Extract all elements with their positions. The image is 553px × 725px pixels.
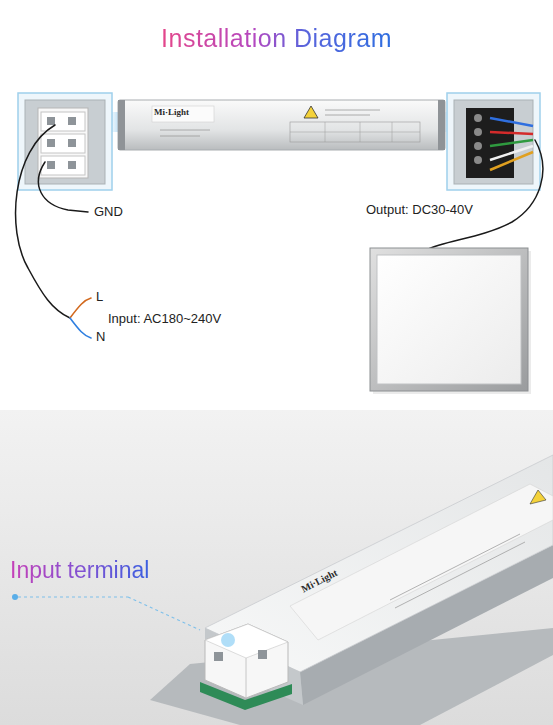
wire-label: GND (94, 205, 123, 220)
led-panel (370, 248, 531, 394)
left-inset (47, 161, 55, 169)
heading: Installation Diagram (161, 24, 392, 53)
driver-box: Mi·Light (118, 100, 445, 150)
left-inset (18, 93, 112, 190)
driver-photo (258, 650, 267, 659)
led-panel (373, 251, 531, 394)
driver-photo (390, 534, 520, 600)
left-inset (68, 139, 76, 147)
right-inset (490, 140, 533, 146)
right-inset (490, 118, 533, 126)
callout-title: Input terminal (10, 557, 149, 583)
driver-photo (221, 633, 235, 647)
left-inset (41, 156, 85, 175)
right-inset (474, 142, 482, 150)
title-row: Installation Diagram (0, 24, 553, 53)
wire (70, 318, 91, 338)
wire-label: Output: DC30-40V (366, 203, 473, 218)
driver-body (118, 100, 445, 150)
driver-body (304, 106, 318, 118)
wire (426, 140, 543, 250)
led-panel (370, 248, 528, 391)
left-inset (18, 93, 112, 190)
driver-body (438, 100, 445, 150)
wire-label: L (96, 290, 103, 305)
right-inset (454, 100, 533, 184)
left-inset (68, 117, 76, 125)
driver-body (392, 122, 393, 142)
right-inset (490, 152, 533, 170)
driver-photo (150, 455, 553, 725)
wire (70, 298, 91, 318)
driver-photo (530, 490, 546, 504)
driver-photo (205, 624, 288, 698)
leader-line (128, 597, 200, 630)
left-inset (47, 139, 55, 147)
left-inset (68, 161, 76, 169)
driver-body (290, 122, 420, 142)
brand-logo: Mi·Light (154, 107, 445, 117)
right-inset (474, 114, 482, 122)
wire (16, 125, 70, 318)
wire-label: Input: AC180~240V (108, 312, 221, 327)
driver-body (118, 100, 445, 150)
driver-body (160, 136, 200, 137)
driver-body (360, 122, 361, 142)
driver-body (325, 122, 326, 142)
right-inset (447, 93, 540, 190)
right-inset (447, 93, 540, 190)
led-panel (377, 255, 521, 384)
wire (38, 162, 88, 212)
left-inset (41, 112, 85, 131)
right-inset (490, 146, 533, 160)
right-inset (474, 128, 482, 136)
leader-line (12, 594, 200, 630)
driver-photo (395, 542, 525, 608)
driver-body (290, 132, 420, 133)
driver-body (325, 115, 370, 116)
left-inset (47, 117, 55, 125)
leader-line (12, 594, 18, 600)
leader-line (18, 596, 128, 597)
bottom-ground (0, 410, 553, 725)
right-inset (474, 156, 482, 164)
driver-body (325, 110, 380, 111)
wire-label: N (96, 330, 105, 345)
left-inset (38, 108, 88, 178)
driver-photo (214, 652, 223, 661)
driver-photo (290, 484, 553, 640)
right-inset (490, 132, 533, 134)
left-inset (41, 134, 85, 153)
driver-photo (246, 658, 247, 698)
driver-photo (205, 455, 553, 672)
driver-body (160, 130, 210, 131)
driver-body (118, 100, 125, 150)
